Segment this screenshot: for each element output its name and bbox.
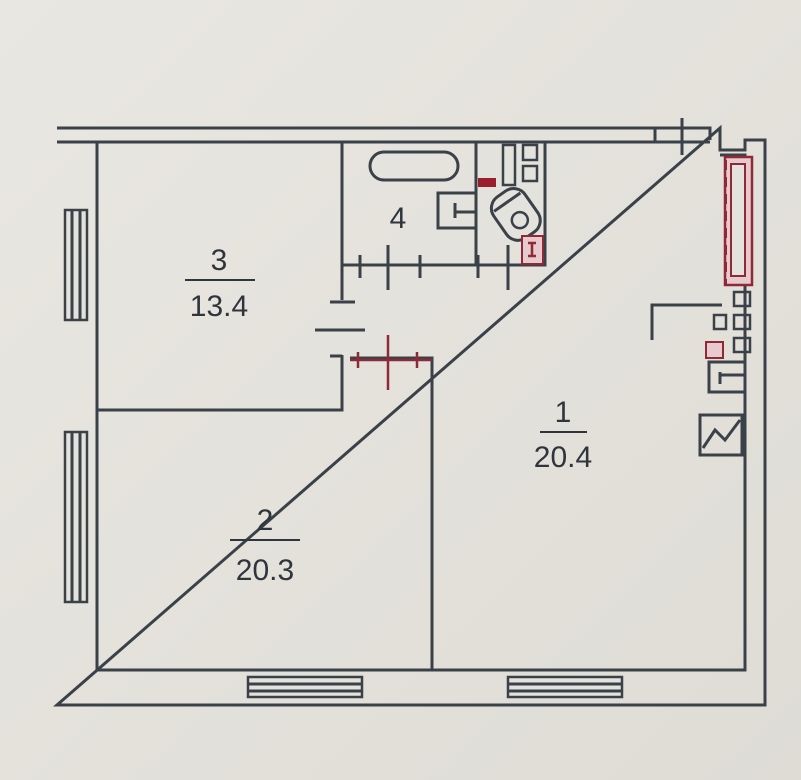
balcony-door-marks: [653, 118, 684, 155]
room-labels: 1 20.4 2 20.3 3 13.4 4: [185, 202, 592, 587]
window-bottom-left: [246, 675, 364, 699]
window-left-top: [63, 208, 89, 322]
entrance-door-mark: [350, 335, 432, 390]
room-3-area: 13.4: [190, 290, 248, 323]
room-1-area: 20.4: [534, 441, 592, 474]
boiler-icon: [698, 413, 744, 457]
radiator-icon: [723, 155, 754, 287]
room-3-label: 3 13.4: [185, 244, 255, 323]
water-meter-icon: [521, 235, 544, 265]
room-4-number: 4: [390, 202, 407, 235]
windows: [63, 118, 684, 699]
room-4-label: 4: [390, 202, 407, 235]
room-2-label: 2 20.3: [230, 504, 300, 587]
room-3-number: 3: [211, 244, 228, 277]
room-2-area: 20.3: [236, 554, 294, 587]
window-left-bottom: [63, 430, 89, 604]
stove-icon: [705, 290, 752, 359]
kitchen-fixtures: [698, 155, 754, 457]
toilet-icon: [489, 187, 542, 242]
kitchen-sink-icon: [707, 360, 747, 394]
door-marks: [315, 245, 510, 390]
room-2-number: 2: [257, 504, 274, 537]
window-bottom-right: [506, 675, 624, 699]
bathroom-fixtures: [368, 143, 544, 265]
shaft-blocks: [501, 143, 539, 187]
room-1-label: 1 20.4: [534, 396, 592, 474]
bathtub-icon: [368, 150, 460, 182]
valve-icon: [478, 178, 496, 187]
exterior-walls: [52, 124, 767, 707]
room-1-number: 1: [555, 396, 572, 429]
sink-icon: [436, 191, 478, 230]
